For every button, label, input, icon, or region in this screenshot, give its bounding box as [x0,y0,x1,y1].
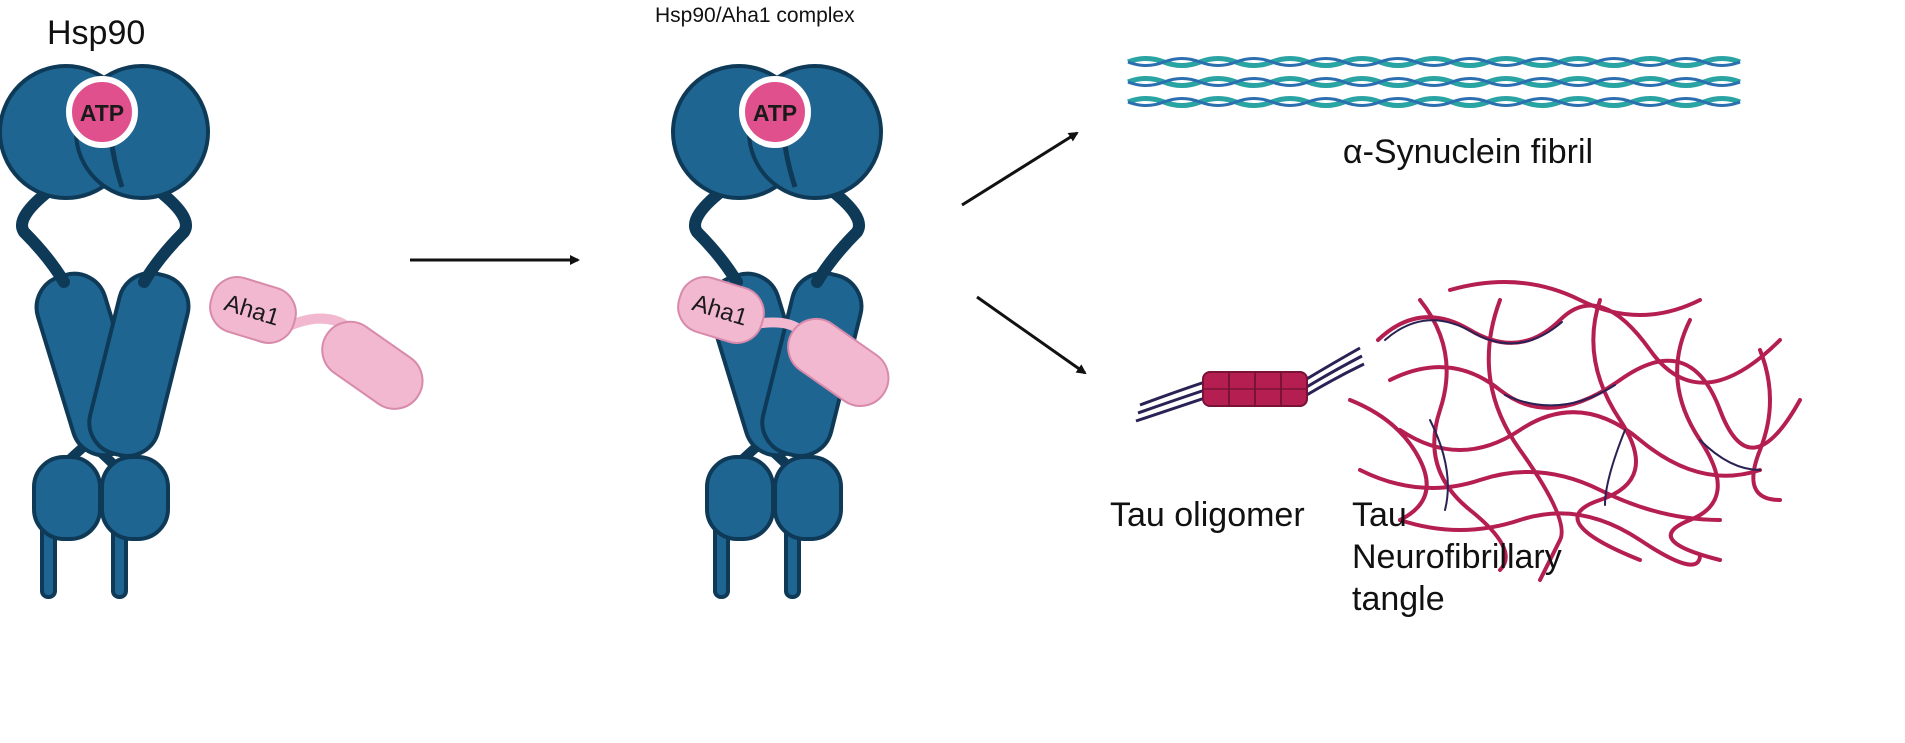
tau-oligomer [1135,346,1365,423]
tau-tangle [1348,280,1802,582]
aha1-bound-c-domain [787,317,890,407]
fibril-strand [1127,76,1741,88]
hsp90-aha1-complex: ATP [673,66,881,597]
aha1-protein: Aha1 [209,276,424,410]
tau-tangle-label-line2: Neurofibrillary [1352,538,1562,576]
arrow-to-tau [976,295,1087,375]
tau-tangle-label-line3: tangle [1352,580,1445,618]
aha1-bound: Aha1 [677,276,890,407]
atp-molecule-complex [739,76,811,148]
fibril-strand [1127,56,1741,68]
atp-label: ATP [80,100,124,126]
aha1-n-domain [209,276,297,344]
tau-tangle-dark [1384,319,1761,511]
tau-tangle-label: Tau Neurofibrillary tangle [1352,496,1562,618]
complex-label: Hsp90/Aha1 complex [655,4,855,27]
aha1-c-domain [321,320,424,410]
aha1-bound-n-domain [677,276,765,344]
arrow-to-synuclein [961,131,1079,207]
hsp90-protein: ATP [0,66,208,597]
tau-tangle-label-line1: Tau [1352,496,1407,534]
synuclein-label: α-Synuclein fibril [1343,133,1593,171]
synuclein-fibril [1127,56,1741,108]
hsp90-label: Hsp90 [47,14,145,52]
tau-oligomer-label: Tau oligomer [1110,496,1305,534]
fibril-strand [1127,96,1741,108]
atp-label-complex: ATP [753,100,797,126]
atp-molecule [66,76,138,148]
